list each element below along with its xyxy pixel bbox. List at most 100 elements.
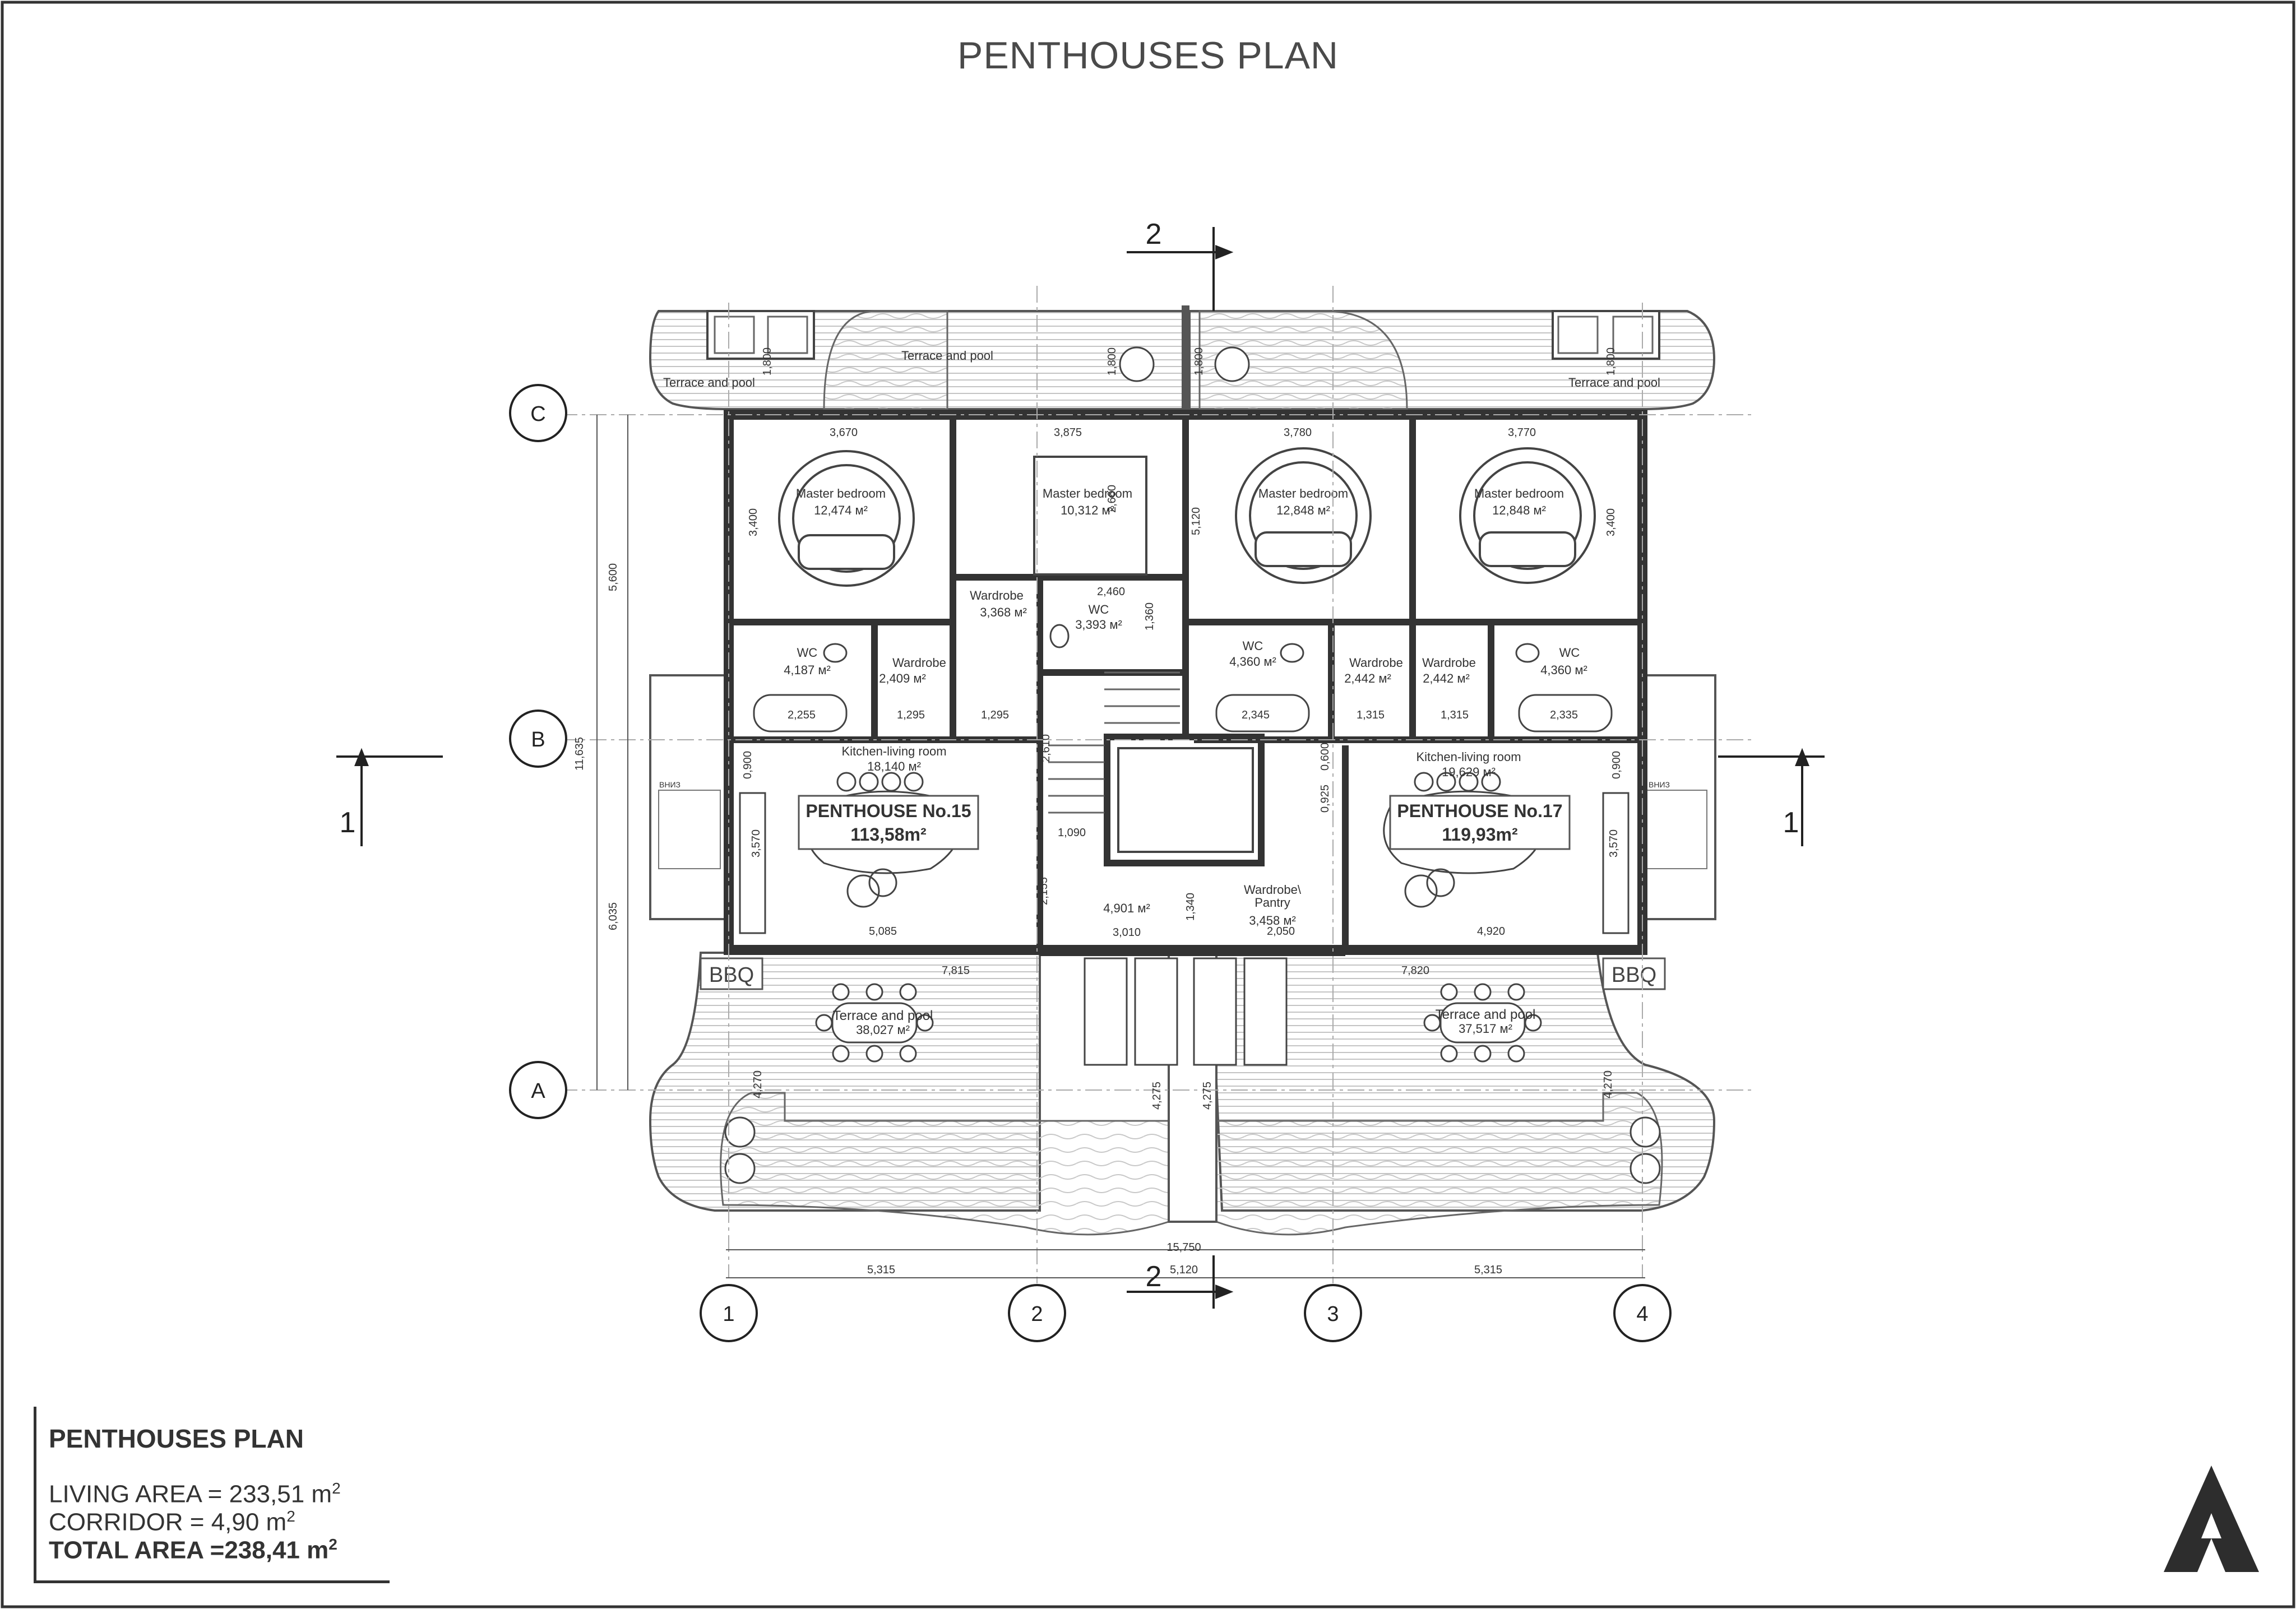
- dim-0900a: 0,900: [742, 751, 754, 779]
- axis-bubble-2: [1008, 1284, 1066, 1342]
- room-wr4-name: Wardrobe: [1422, 656, 1476, 670]
- room-pantry-area: 3,458 м²: [1249, 914, 1296, 928]
- room-corridor-area: 4,901 м²: [1103, 901, 1150, 915]
- dim-1800b: 1,800: [1106, 347, 1118, 375]
- axis-bubble-a: [509, 1061, 567, 1119]
- dim-1360: 1,360: [1144, 602, 1156, 630]
- room-wc3-name: WC: [1243, 639, 1263, 653]
- axis-label-b: B: [531, 728, 545, 752]
- room-mb2-area: 10,312 м²: [1061, 503, 1114, 517]
- dim-3770: 3,770: [1508, 426, 1536, 439]
- dim-4270b: 4,270: [1602, 1070, 1614, 1098]
- dim-3400b: 3,400: [1605, 508, 1617, 536]
- dim-5600: 5,600: [607, 563, 619, 591]
- axis-bubble-c: [509, 384, 567, 442]
- dim-7815: 7,815: [942, 965, 970, 977]
- terrace-left-area: 38,027 м²: [856, 1023, 910, 1037]
- section-2-bottom: 2: [1146, 1260, 1162, 1293]
- terrace-right-area: 37,517 м²: [1459, 1022, 1512, 1036]
- central-stairs: [1048, 671, 1180, 814]
- room-wc2-name: WC: [1089, 602, 1109, 616]
- total-area-line: TOTAL AREA =238,41 m2: [49, 1536, 337, 1565]
- axis-bubble-3: [1304, 1284, 1362, 1342]
- dim-11635: 11,635: [573, 737, 586, 771]
- terrace-left-name: Terrace and pool: [833, 1008, 933, 1023]
- room-wc2-area: 3,393 м²: [1075, 618, 1122, 632]
- dining-table-right: [1423, 983, 1542, 1063]
- dim-5085: 5,085: [869, 925, 897, 938]
- dim-5120v: 5,120: [1190, 507, 1202, 535]
- room-mb2-name: Master bedroom: [1043, 486, 1132, 500]
- axis-label-a: A: [531, 1079, 545, 1103]
- unit-label-15: PENTHOUSE No.15 113,58m²: [798, 795, 979, 850]
- dim-2660: 2,660: [1106, 485, 1118, 513]
- dim-3670: 3,670: [830, 426, 858, 439]
- axis-label-3: 3: [1327, 1302, 1339, 1326]
- grid-lines: [561, 286, 1755, 1283]
- bed-round-4: [1459, 447, 1596, 584]
- dim-2345: 2,345: [1242, 709, 1270, 721]
- room-wc4-name: WC: [1559, 646, 1580, 660]
- room-wr3-area: 2,442 м²: [1344, 671, 1391, 685]
- dim-2155: 2,155: [1038, 877, 1050, 905]
- dim-4270a: 4,270: [752, 1070, 764, 1098]
- dim-0600: 0,600: [1319, 743, 1331, 771]
- dim-1315b: 1,315: [1441, 709, 1469, 721]
- total-area-text: TOTAL AREA =238,41 m: [49, 1536, 329, 1564]
- terrace-right-name: Terrace and pool: [1436, 1007, 1536, 1022]
- bbq-left: BBQ: [709, 963, 754, 987]
- section-1-left: 1: [340, 806, 356, 839]
- terrace-label-top-2: Terrace and pool: [663, 375, 755, 390]
- dim-3875: 3,875: [1054, 426, 1082, 439]
- corridor-area-line: CORRIDOR = 4,90 m2: [49, 1508, 295, 1537]
- dim-4275a: 4,275: [1151, 1082, 1163, 1110]
- room-wr1-area: 2,409 м²: [879, 671, 926, 685]
- room-wr3-name: Wardrobe: [1349, 656, 1403, 670]
- kitchen-counters: [739, 792, 1630, 934]
- dim-1340: 1,340: [1184, 893, 1197, 921]
- room-wc4-area: 4,360 м²: [1540, 663, 1587, 677]
- room-wc3-area: 4,360 м²: [1229, 655, 1276, 669]
- room-kl1-name: Kitchen-living room: [841, 744, 946, 758]
- dim-1800d: 1,800: [1605, 347, 1617, 375]
- living-area-line: LIVING AREA = 233,51 m2: [49, 1480, 341, 1509]
- dim-1090: 1,090: [1058, 827, 1086, 839]
- dim-4275b: 4,275: [1201, 1082, 1214, 1110]
- corridor-area-text: CORRIDOR = 4,90 m: [49, 1508, 287, 1536]
- axis-bubble-4: [1613, 1284, 1672, 1342]
- room-pantry-name-1: Wardrobe\: [1244, 883, 1302, 897]
- section-markers: [336, 227, 1825, 1309]
- room-kl1-area: 18,140 м²: [867, 759, 921, 773]
- dim-1800a: 1,800: [761, 347, 774, 375]
- axis-label-2: 2: [1031, 1302, 1043, 1326]
- room-wr2-name: Wardrobe: [970, 588, 1024, 602]
- room-mb3-area: 12,848 м²: [1276, 503, 1330, 517]
- room-wc1-name: WC: [797, 646, 818, 660]
- row-axis-markers: C B A: [509, 384, 567, 1119]
- sheet-title: PENTHOUSES PLAN: [957, 34, 1339, 77]
- unit-label-17: PENTHOUSE No.17 119,93m²: [1389, 795, 1571, 850]
- terrace-label-top-1: Terrace and pool: [901, 349, 993, 363]
- dim-0900b: 0,900: [1610, 751, 1623, 779]
- dim-2335: 2,335: [1550, 709, 1578, 721]
- dim-2050: 2,050: [1267, 925, 1295, 938]
- room-mb4-area: 12,848 м²: [1492, 503, 1546, 517]
- axis-bubble-1: [700, 1284, 758, 1342]
- area-summary: PENTHOUSES PLAN LIVING AREA = 233,51 m2 …: [34, 1407, 390, 1583]
- dim-2460: 2,460: [1097, 586, 1125, 598]
- summary-title: PENTHOUSES PLAN: [49, 1424, 304, 1453]
- lounger-set: [1084, 957, 1288, 1066]
- room-wr4-area: 2,442 м²: [1423, 671, 1470, 685]
- dim-3570b: 3,570: [1608, 829, 1620, 857]
- unit-17-name: PENTHOUSE No.17: [1397, 801, 1562, 821]
- room-mb4-name: Master bedroom: [1474, 486, 1564, 500]
- dim-1295b: 1,295: [981, 709, 1009, 721]
- dim-3570a: 3,570: [750, 829, 762, 857]
- room-pantry-name-2: Pantry: [1255, 896, 1290, 910]
- sofa-left: [806, 790, 961, 908]
- bed-square-2: [1033, 456, 1147, 576]
- dim-7820: 7,820: [1401, 965, 1429, 977]
- dim-3780: 3,780: [1284, 426, 1312, 439]
